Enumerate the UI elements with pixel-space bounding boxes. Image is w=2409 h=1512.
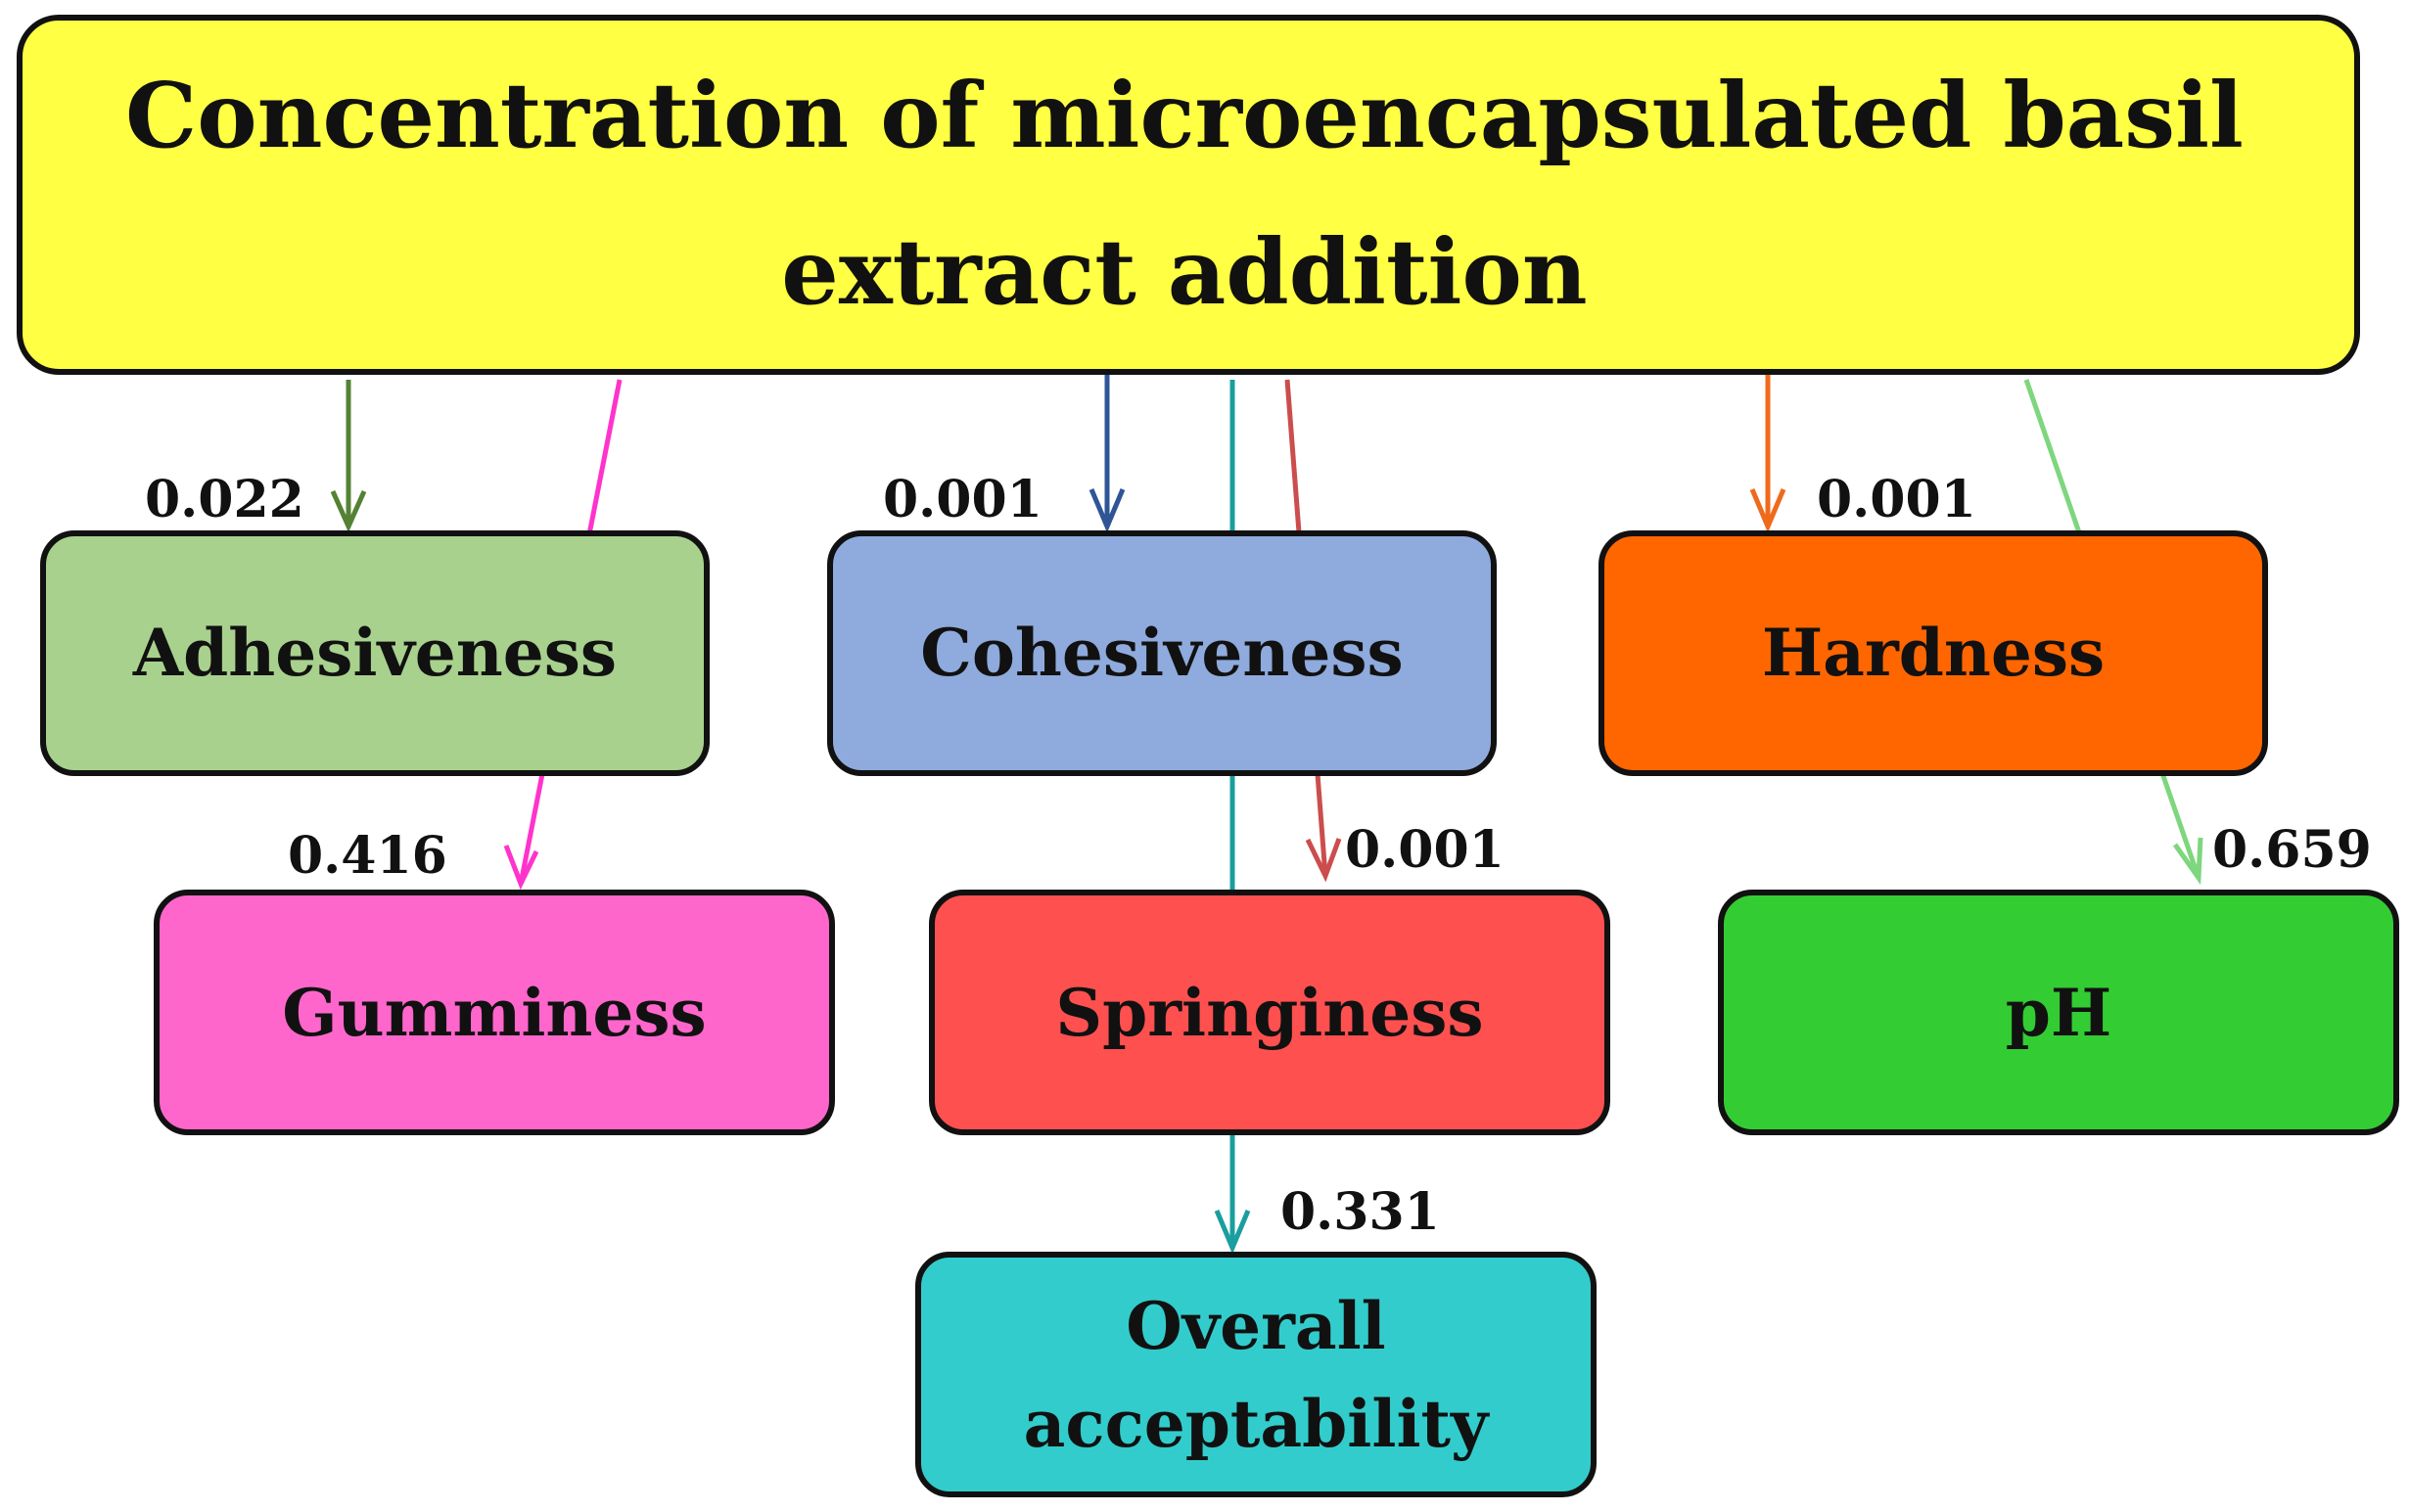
value-adhesiveness: 0.022 bbox=[145, 470, 304, 529]
edge-adhesiveness-arrowhead bbox=[330, 489, 367, 533]
value-ph: 0.659 bbox=[2212, 820, 2372, 880]
root-box bbox=[17, 15, 2360, 375]
node-hardness: Hardness bbox=[1598, 530, 2268, 776]
edge-ph-arrowhead bbox=[2172, 837, 2203, 886]
node-gumminess: Gumminess bbox=[154, 890, 835, 1135]
node-overall-acceptability: Overall acceptability bbox=[915, 1252, 1597, 1497]
adhesiveness-box bbox=[40, 530, 710, 776]
value-overall: 0.331 bbox=[1280, 1182, 1440, 1242]
overall-label-line2: acceptability bbox=[1024, 1386, 1490, 1462]
edge-gumminess-arrowhead bbox=[503, 845, 539, 891]
cohesiveness-box bbox=[827, 530, 1497, 776]
value-hardness: 0.001 bbox=[1817, 470, 1976, 529]
value-gumminess: 0.416 bbox=[288, 826, 447, 886]
adhesiveness-label: Adhesiveness bbox=[132, 615, 617, 691]
cohesiveness-label: Cohesiveness bbox=[920, 615, 1403, 691]
gumminess-box bbox=[154, 890, 835, 1135]
overall-box bbox=[915, 1252, 1597, 1497]
springiness-label: Springiness bbox=[1055, 975, 1483, 1051]
ph-label: pH bbox=[2006, 975, 2112, 1051]
node-cohesiveness: Cohesiveness bbox=[827, 530, 1497, 776]
edge-values: 0.022 0.416 0.001 0.001 0.331 0.001 0.65… bbox=[145, 470, 2372, 1242]
root-label-line1: Concentration of microencapsulated basil bbox=[125, 63, 2244, 168]
hardness-box bbox=[1598, 530, 2268, 776]
edge-cohesiveness-arrowhead bbox=[1089, 488, 1126, 533]
edge-springiness-arrowhead bbox=[1305, 838, 1342, 883]
node-ph: pH bbox=[1718, 890, 2399, 1135]
node-springiness: Springiness bbox=[929, 890, 1610, 1135]
root-label-line2: extract addition bbox=[781, 219, 1587, 325]
value-springiness: 0.001 bbox=[1345, 820, 1505, 880]
edge-overall-arrowhead bbox=[1214, 1210, 1251, 1255]
edge-hardness-arrowhead bbox=[1749, 488, 1786, 533]
value-cohesiveness: 0.001 bbox=[883, 470, 1042, 529]
ph-box bbox=[1718, 890, 2399, 1135]
hardness-label: Hardness bbox=[1762, 615, 2105, 691]
springiness-box bbox=[929, 890, 1610, 1135]
overall-label-line1: Overall bbox=[1126, 1288, 1386, 1364]
root-node: Concentration of microencapsulated basil… bbox=[17, 15, 2360, 375]
gumminess-label: Gumminess bbox=[282, 975, 706, 1051]
node-adhesiveness: Adhesiveness bbox=[40, 530, 710, 776]
